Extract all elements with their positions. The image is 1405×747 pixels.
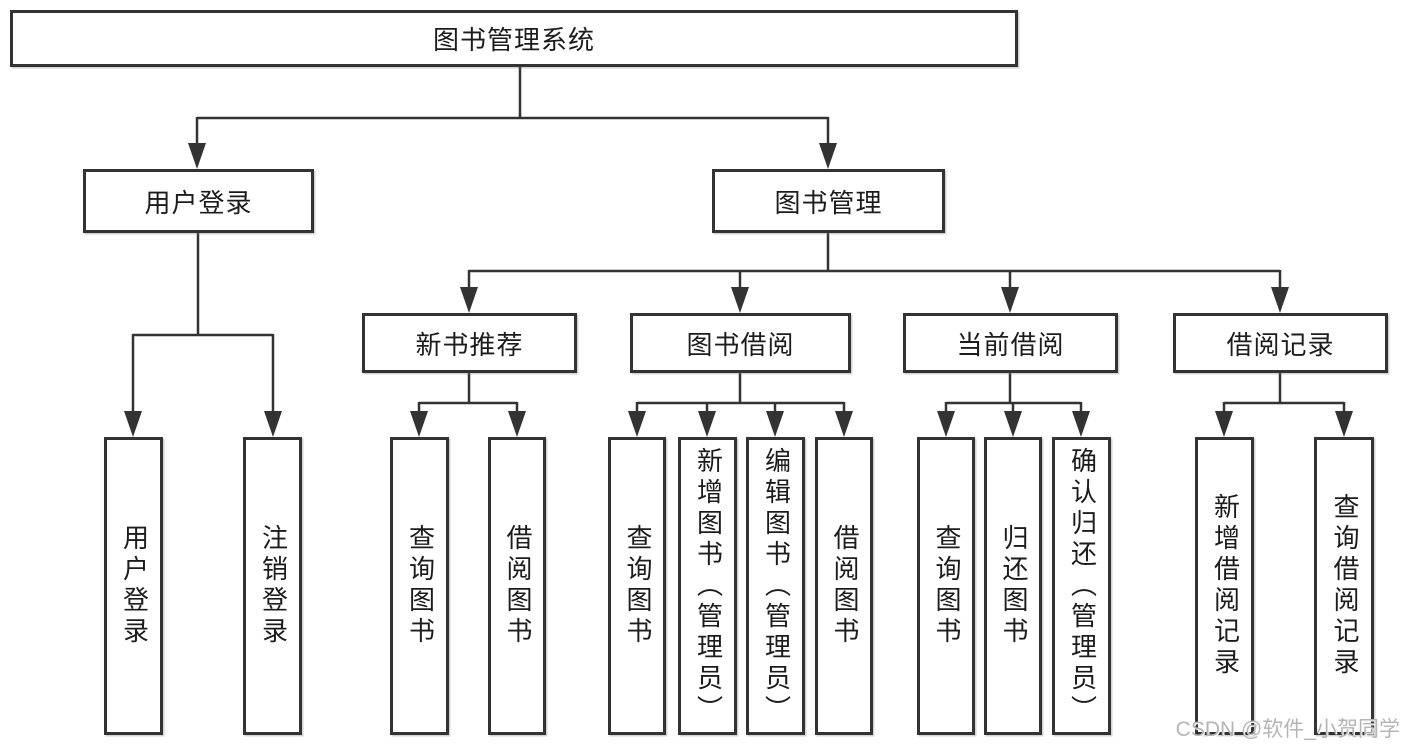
node-label: 图书管理: [774, 187, 883, 218]
node-current-borrow: 当前借阅: [903, 313, 1118, 373]
node-label: 查询借阅记录: [1329, 493, 1360, 679]
node-label: 确认归还（管理员）: [1067, 446, 1098, 726]
node-leaf-edit-books-admin: 编辑图书（管理员）: [746, 437, 805, 735]
node-label: 查询图书: [622, 524, 653, 648]
node-label: 用户登录: [119, 524, 150, 648]
connector-path: [131, 67, 1346, 412]
node-user-login: 用户登录: [83, 169, 314, 233]
node-book-borrow: 图书借阅: [630, 313, 851, 373]
node-label: 编辑图书（管理员）: [761, 446, 792, 726]
node-borrow-records: 借阅记录: [1173, 313, 1388, 373]
arrowheads: [124, 143, 1353, 437]
node-leaf-return-books: 归还图书: [984, 437, 1042, 735]
node-label: 图书借阅: [686, 329, 795, 360]
node-label: 新书推荐: [415, 329, 524, 360]
node-label: 查询图书: [931, 524, 962, 648]
node-label: 查询图书: [405, 524, 436, 648]
node-leaf-query-borrow-record: 查询借阅记录: [1314, 437, 1374, 735]
node-leaf-borrow-books: 借阅图书: [488, 437, 546, 735]
node-label: 注销登录: [258, 524, 289, 648]
node-leaf-logout: 注销登录: [243, 437, 302, 735]
node-label: 借阅记录: [1226, 329, 1335, 360]
node-leaf-query-books: 查询图书: [390, 437, 449, 735]
node-label: 新增图书（管理员）: [693, 446, 724, 726]
node-label: 新增借阅记录: [1210, 493, 1241, 679]
node-leaf-borrow-books: 借阅图书: [815, 437, 873, 735]
node-label: 借阅图书: [829, 524, 860, 648]
node-label: 图书管理系统: [432, 25, 595, 55]
csdn-watermark: CSDN @软件_小贺同学: [1175, 718, 1400, 741]
node-leaf-add-borrow-record: 新增借阅记录: [1195, 437, 1254, 735]
node-leaf-user-login: 用户登录: [104, 437, 163, 735]
node-leaf-query-books: 查询图书: [917, 437, 975, 735]
node-label: 归还图书: [998, 524, 1029, 648]
node-book-management: 图书管理: [712, 169, 945, 233]
node-label: 用户登录: [144, 187, 253, 218]
node-label: 当前借阅: [956, 329, 1065, 360]
node-new-book-recommend: 新书推荐: [362, 313, 577, 373]
node-system-root: 图书管理系统: [10, 10, 1018, 67]
node-leaf-query-books: 查询图书: [608, 437, 666, 735]
node-leaf-confirm-return-admin: 确认归还（管理员）: [1052, 437, 1111, 735]
node-leaf-add-books-admin: 新增图书（管理员）: [678, 437, 737, 735]
node-label: 借阅图书: [502, 524, 533, 648]
